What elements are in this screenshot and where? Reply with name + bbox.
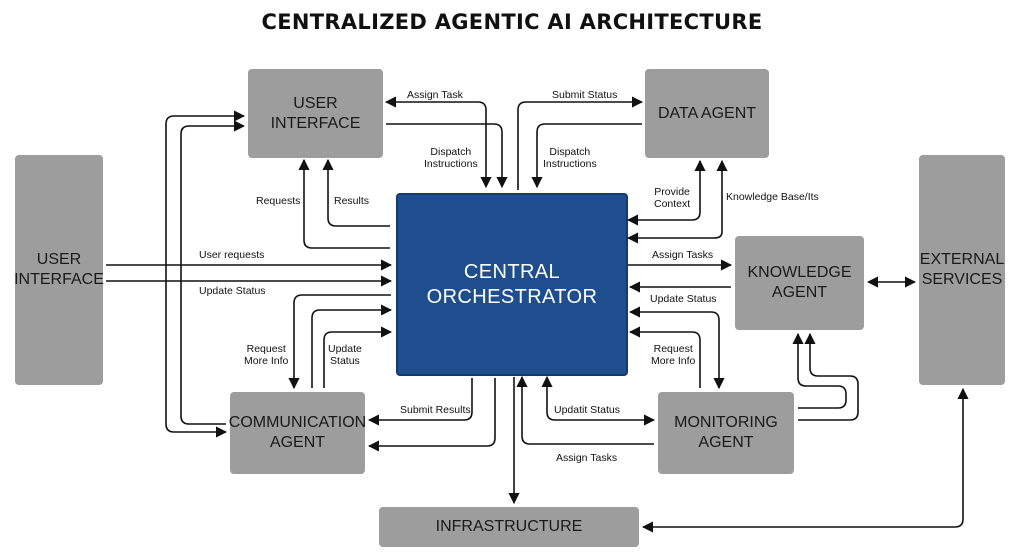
label-results: Results: [334, 195, 370, 207]
label-provide-context: Provide Context: [654, 186, 691, 210]
edge-comm-up: [323, 326, 393, 388]
edge-submit-results: [367, 378, 473, 426]
external-services-node[interactable]: EXTERNAL SERVICES: [919, 155, 1005, 385]
knowledge-agent-label: KNOWLEDGE AGENT: [747, 264, 852, 301]
label-assign-task: Assign Task: [407, 89, 463, 101]
infrastructure-node[interactable]: INFRASTRUCTURE: [379, 507, 639, 547]
user-interface-top-node[interactable]: USER INTERFACE: [248, 69, 383, 158]
user-interface-left-node[interactable]: USER INTERFACE: [14, 155, 104, 385]
infrastructure-label: INFRASTRUCTURE: [435, 518, 583, 535]
label-knowledge-base: Knowledge Base/Its: [726, 191, 819, 203]
edge-updatit-status: [541, 375, 656, 426]
knowledge-agent-node[interactable]: KNOWLEDGE AGENT: [735, 236, 864, 330]
edge-outer-loop-top: [165, 110, 246, 438]
edge-submit-status: [517, 96, 644, 190]
communication-agent-label: COMMUNICATION AGENT: [228, 414, 367, 451]
label-user-requests: User requests: [199, 249, 265, 261]
edge-assign-task: [384, 96, 492, 189]
edge-update-status-comm: [311, 304, 393, 388]
label-update-status-left: Update Status: [199, 285, 266, 297]
data-agent-node[interactable]: DATA AGENT: [645, 69, 769, 158]
label-submit-results: Submit Results: [400, 404, 471, 416]
label-request-more-info-right: Request More Info: [651, 343, 696, 367]
user-interface-left-label: USER INTERFACE: [14, 251, 104, 288]
edge-monitor-knowledge-inner: [792, 332, 847, 409]
edge-assign-tasks-bottom: [516, 375, 654, 445]
edge-knowledge-base: [626, 159, 728, 244]
label-assign-tasks-right: Assign Tasks: [652, 249, 714, 261]
data-agent-label: DATA AGENT: [657, 104, 757, 122]
edge-monitor-knowledge-outer: [798, 332, 859, 421]
edge-dispatch-left: [386, 123, 508, 189]
label-dispatch-instructions-left: Dispatch Instructions: [424, 146, 478, 170]
external-services-label: EXTERNAL SERVICES: [919, 251, 1005, 288]
edge-comm-return: [367, 378, 496, 452]
edge-requests: [298, 158, 390, 249]
label-submit-status: Submit Status: [552, 89, 618, 101]
edge-dispatch-right: [531, 123, 642, 189]
communication-agent-node[interactable]: COMMUNICATION AGENT: [228, 392, 367, 474]
central-orchestrator-label: CENTRAL ORCHESTRATOR: [426, 260, 598, 308]
edge-monitor-up: [628, 326, 701, 388]
label-update-status-comm: Update Status: [328, 343, 362, 367]
diagram-title: CENTRALIZED AGENTIC AI ARCHITECTURE: [261, 10, 763, 34]
edge-request-more-info-right: [628, 306, 725, 390]
edge-infrastructure-external: [641, 387, 969, 533]
user-interface-top-label: USER INTERFACE: [270, 94, 361, 132]
label-update-status-right: Update Status: [650, 293, 717, 305]
label-updatit-status: Updatit Status: [554, 404, 620, 416]
edge-request-more-info-left: [288, 294, 391, 390]
edge-results: [322, 158, 390, 227]
label-assign-tasks-bottom: Assign Tasks: [556, 452, 618, 464]
label-dispatch-instructions-right: Dispatch Instructions: [543, 146, 597, 170]
central-orchestrator-node[interactable]: CENTRAL ORCHESTRATOR: [396, 193, 628, 376]
edge-inner-loop: [180, 120, 246, 425]
label-requests: Requests: [256, 195, 301, 207]
label-request-more-info-left: Request More Info: [244, 343, 289, 367]
